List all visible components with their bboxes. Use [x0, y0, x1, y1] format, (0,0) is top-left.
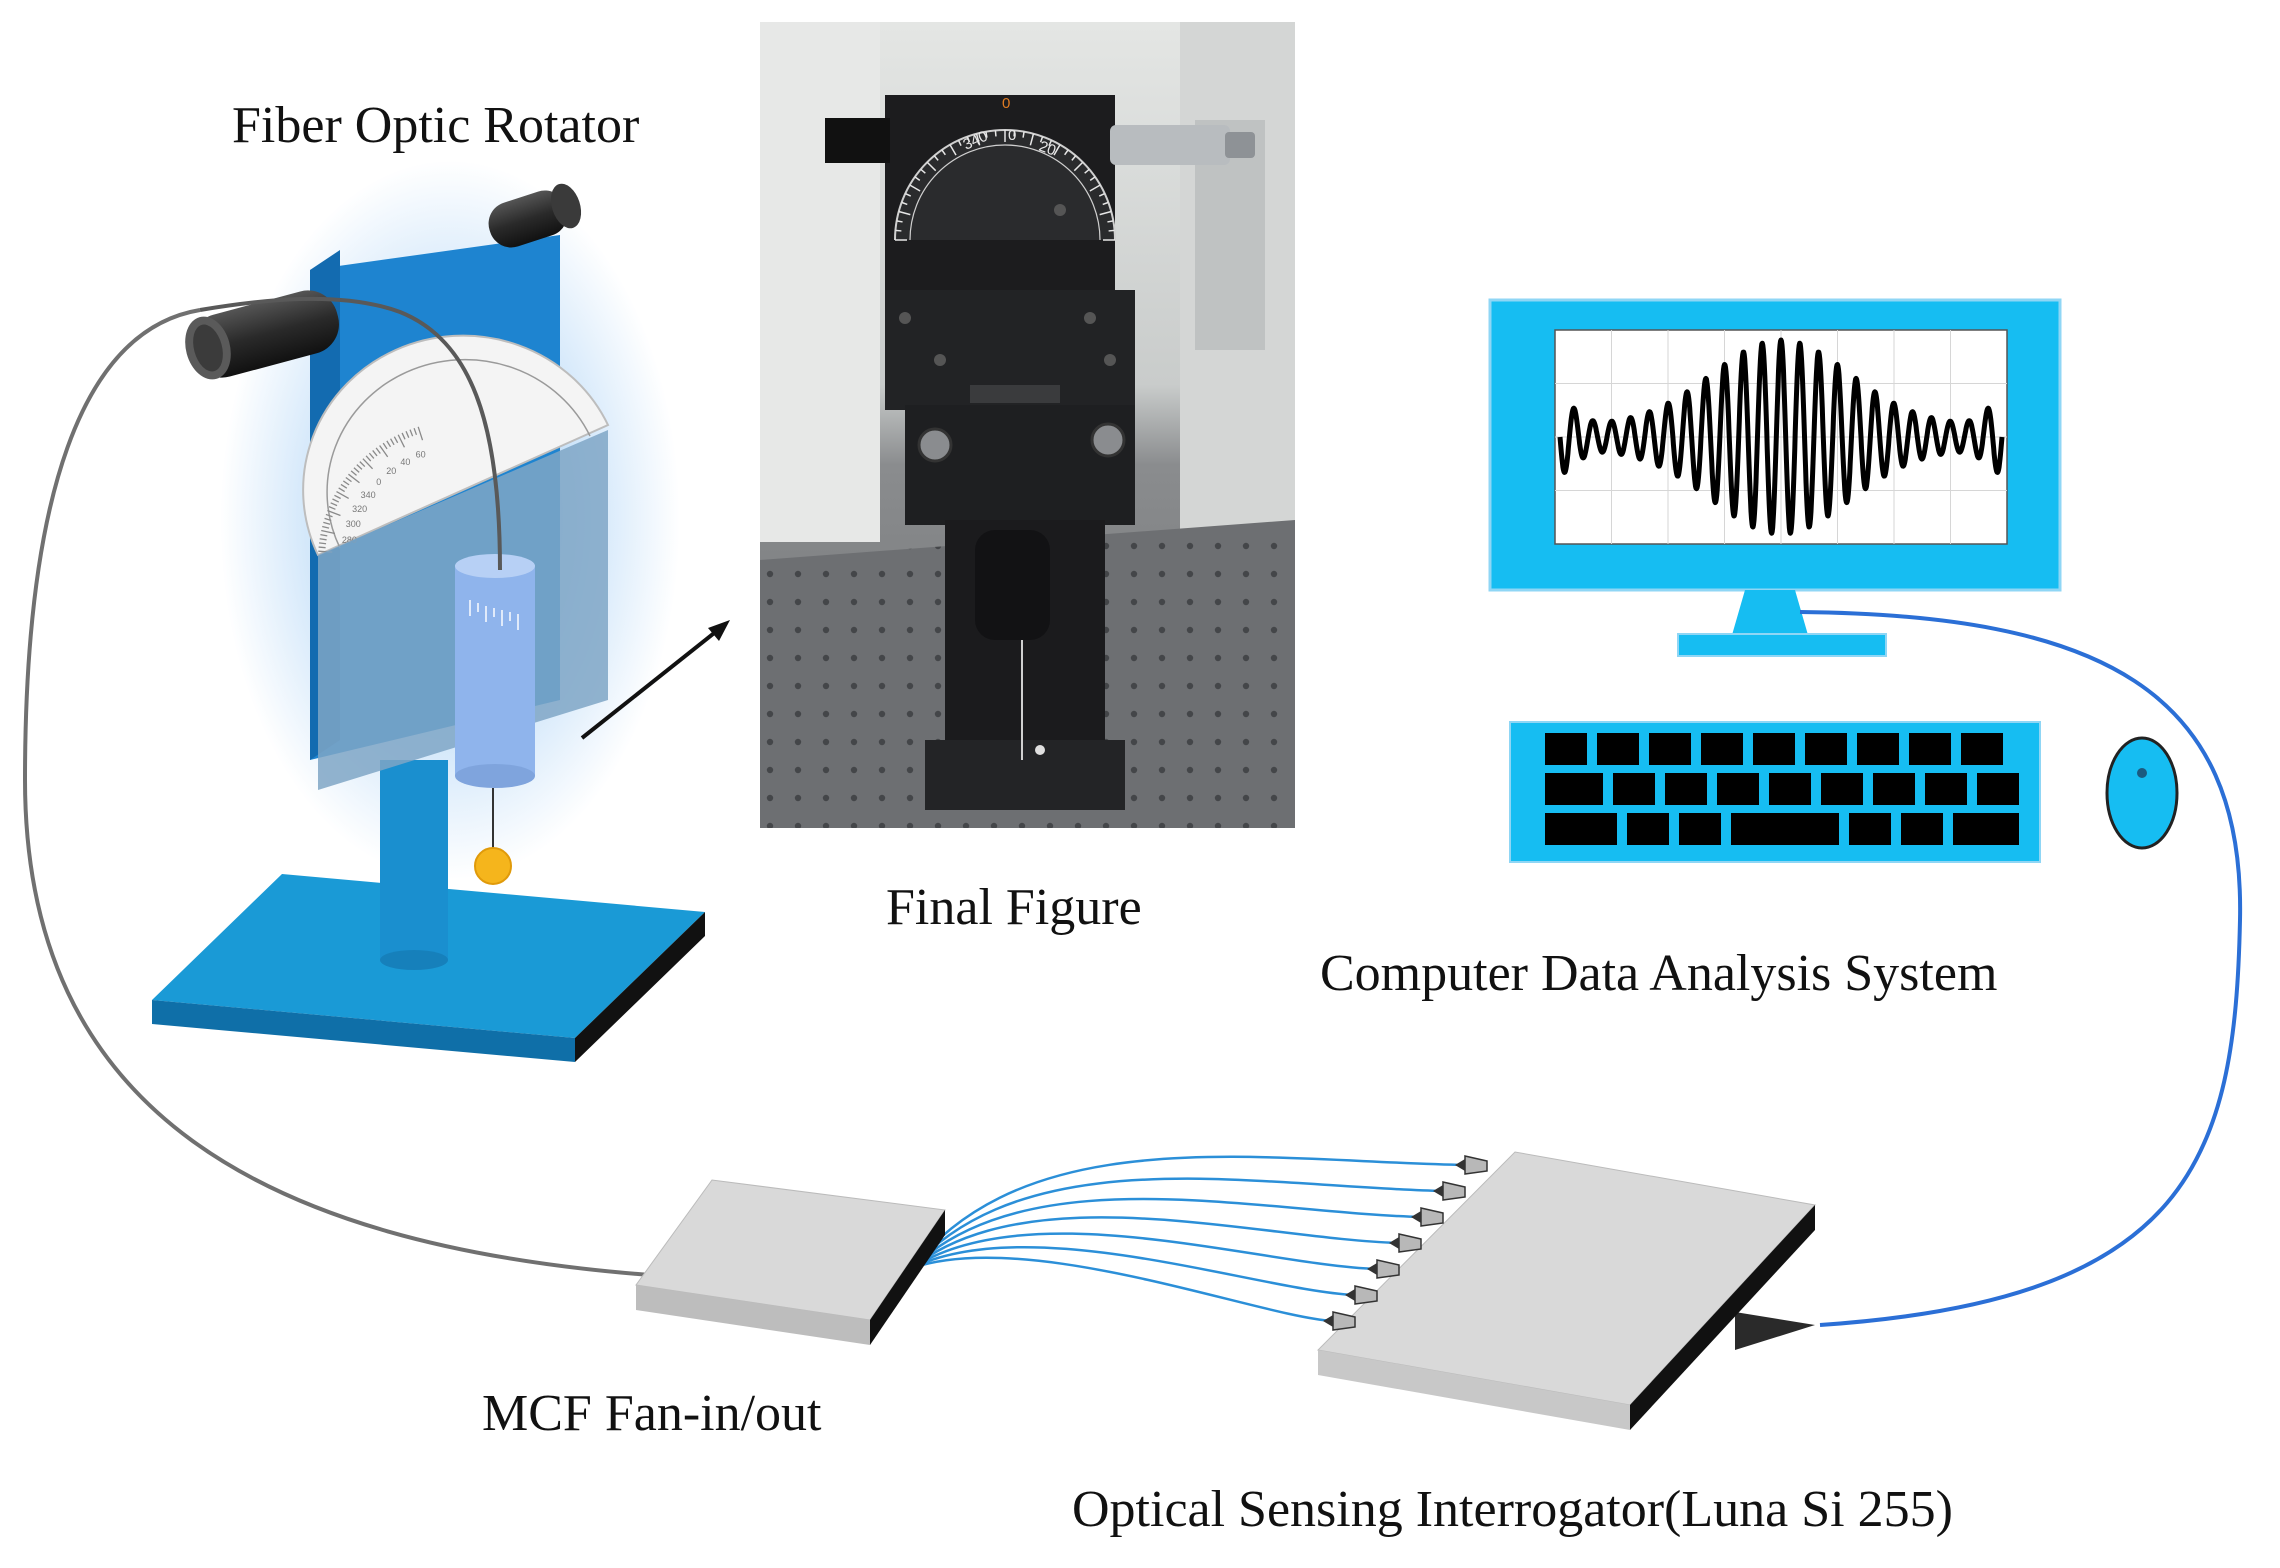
stand-base-front [152, 1000, 575, 1062]
interrogator-connectors [1323, 1155, 1488, 1331]
svg-text:0: 0 [376, 477, 381, 487]
rotating-cylinder [455, 566, 535, 776]
svg-text:40: 40 [400, 457, 410, 467]
svg-text:20: 20 [386, 466, 396, 476]
label-final-figure: Final Figure [886, 879, 1142, 936]
cable-to-computer [1799, 610, 2243, 1327]
fiber-to-fan [22, 308, 651, 1277]
stand-post [380, 760, 448, 960]
mouse [2105, 736, 2179, 850]
pendulum-bob [474, 847, 512, 885]
computer-system [1488, 298, 2179, 863]
svg-text:340: 340 [361, 490, 376, 500]
label-interrogator: Optical Sensing Interrogator(Luna Si 255… [1072, 1481, 1953, 1538]
arrow-line [580, 628, 720, 740]
mcf-fan-out-fibers [911, 1155, 1466, 1323]
cylinder-scale [469, 600, 519, 630]
monitor-neck [1732, 590, 1808, 635]
interrogator-device [1316, 1151, 1816, 1430]
mcf-fan-device [635, 1179, 946, 1345]
interrogator-port [1735, 1312, 1815, 1350]
monitor-stand [1677, 633, 1887, 657]
fiber-over-rotator [199, 296, 502, 571]
svg-text:0: 0 [1008, 127, 1016, 144]
rotator-rod-right [488, 183, 582, 248]
label-mcf-fan: MCF Fan-in/out [482, 1385, 822, 1442]
svg-text:320: 320 [352, 504, 367, 514]
label-fiber-optic-rotator: Fiber Optic Rotator [232, 97, 640, 154]
svg-text:20: 20 [1037, 138, 1058, 160]
svg-text:300: 300 [346, 519, 361, 529]
screen-grid [1555, 330, 2007, 544]
svg-text:280: 280 [342, 535, 357, 545]
label-computer-system: Computer Data Analysis System [1320, 945, 1998, 1002]
stand-base-side [575, 912, 705, 1062]
keyboard-keys [1545, 733, 2019, 845]
rotator-rod-left [185, 290, 339, 380]
arrow-head [708, 620, 730, 641]
svg-text:60: 60 [416, 450, 426, 460]
photo-final-figure: 340 0 20 0 [760, 22, 1295, 828]
protractor-dial [302, 334, 610, 557]
screen-waveform [1557, 337, 2005, 536]
svg-text:0: 0 [1002, 95, 1010, 112]
